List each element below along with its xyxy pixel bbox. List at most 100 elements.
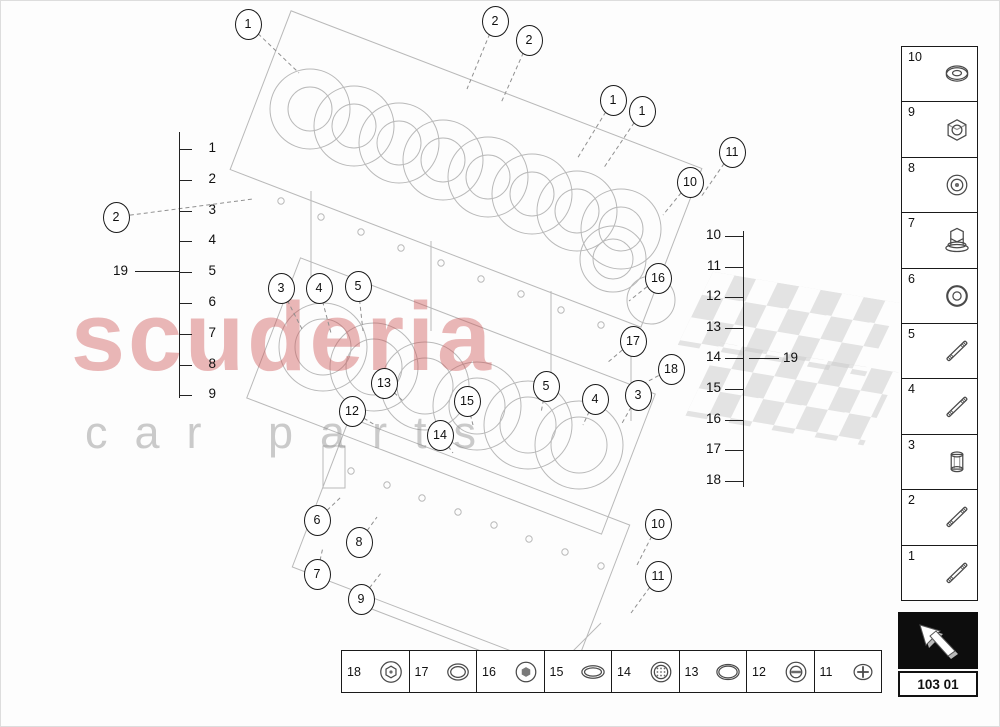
sidebar-part-3[interactable]: 3 xyxy=(902,435,977,491)
callout-13[interactable]: 13 xyxy=(370,367,398,399)
callout-6[interactable]: 6 xyxy=(303,504,331,536)
callout-18[interactable]: 18 xyxy=(657,353,685,385)
strip-part-15[interactable]: 15 xyxy=(545,651,612,692)
sidebar-part-8[interactable]: 8 xyxy=(902,158,977,214)
right-list-item-12[interactable]: 12 xyxy=(705,288,721,304)
callout-16[interactable]: 16 xyxy=(644,262,672,294)
left-list-item-3[interactable]: 3 xyxy=(208,201,216,217)
left-list-item-1[interactable]: 1 xyxy=(208,140,216,155)
callout-15[interactable]: 15 xyxy=(453,385,481,417)
sidebar-part-6[interactable]: 6 xyxy=(902,269,977,325)
callout-7[interactable]: 7 xyxy=(303,558,331,590)
callout-9[interactable]: 9 xyxy=(347,583,375,615)
right-list-tick xyxy=(725,236,743,237)
callout-17[interactable]: 17 xyxy=(619,325,647,357)
right-list-tick xyxy=(725,297,743,299)
left-list-tick xyxy=(179,210,192,212)
thick-washer-icon xyxy=(941,280,973,312)
sidebar-part-1[interactable]: 1 xyxy=(902,546,977,600)
right-list-item-15[interactable]: 15 xyxy=(705,380,721,395)
right-list-item-18[interactable]: 18 xyxy=(705,471,721,487)
right-list-item-11[interactable]: 11 xyxy=(706,257,721,273)
dowel-icon xyxy=(941,446,973,478)
callout-10[interactable]: 10 xyxy=(644,508,672,540)
leader-line xyxy=(247,23,300,74)
ring-plug-icon xyxy=(941,169,973,201)
right-list-item-14[interactable]: 14 xyxy=(705,349,721,365)
part-number: 1 xyxy=(908,548,915,563)
callout-2[interactable]: 2 xyxy=(102,201,130,233)
left-list-bracket xyxy=(179,132,180,398)
callout-5[interactable]: 5 xyxy=(532,370,560,402)
callout-1[interactable]: 1 xyxy=(628,95,656,127)
hex-plug-icon xyxy=(941,224,973,256)
callout-1[interactable]: 1 xyxy=(234,8,262,40)
part-number: 12 xyxy=(752,664,766,679)
strip-part-18[interactable]: 18 xyxy=(342,651,410,692)
part-number: 15 xyxy=(549,664,564,679)
callout-4[interactable]: 4 xyxy=(581,383,609,415)
left-list-item-5[interactable]: 5 xyxy=(208,263,216,279)
hex-head-plug-icon xyxy=(375,656,407,688)
callout-5[interactable]: 5 xyxy=(344,270,372,302)
washer-icon xyxy=(941,58,973,90)
left-group-label-line xyxy=(135,271,179,272)
callout-11[interactable]: 11 xyxy=(718,136,746,168)
slotted-plug-icon xyxy=(780,656,812,688)
callout-2[interactable]: 2 xyxy=(515,24,543,56)
right-list-tick xyxy=(725,358,743,360)
callout-4[interactable]: 4 xyxy=(305,272,333,304)
sidebar-part-4[interactable]: 4 xyxy=(902,379,977,435)
sidebar-part-7[interactable]: 7 xyxy=(902,213,977,269)
left-list-item-4[interactable]: 4 xyxy=(208,232,216,248)
page-code-label: 103 01 xyxy=(898,671,978,697)
callout-14[interactable]: 14 xyxy=(426,419,454,451)
leader-line xyxy=(500,39,530,104)
strip-part-13[interactable]: 13 xyxy=(680,651,747,692)
left-list-tick xyxy=(179,333,192,335)
left-list-item-7[interactable]: 7 xyxy=(208,324,216,340)
part-number: 3 xyxy=(908,437,915,452)
strip-part-16[interactable]: 16 xyxy=(477,651,545,692)
part-number: 2 xyxy=(908,493,915,508)
right-list-item-17[interactable]: 17 xyxy=(705,441,721,457)
callout-10[interactable]: 10 xyxy=(676,166,704,198)
sidebar-part-2[interactable]: 2 xyxy=(902,490,977,546)
part-number: 9 xyxy=(908,105,915,120)
right-list-item-10[interactable]: 10 xyxy=(705,227,721,242)
o-ring-icon xyxy=(442,656,474,688)
right-list-item-16[interactable]: 16 xyxy=(705,410,721,426)
part-number: 17 xyxy=(414,664,429,679)
left-list-tick xyxy=(179,272,192,274)
right-list-tick xyxy=(725,450,743,452)
sidebar-part-9[interactable]: 9 xyxy=(902,102,977,158)
catalog-arrow-box[interactable] xyxy=(898,612,978,669)
sidebar-part-5[interactable]: 5 xyxy=(902,324,977,380)
sidebar-part-10[interactable]: 10 xyxy=(902,47,977,103)
stud-icon xyxy=(941,391,973,423)
strip-part-11[interactable]: 11 xyxy=(815,651,882,692)
stud-icon xyxy=(941,501,973,533)
callout-3[interactable]: 3 xyxy=(267,272,295,304)
strip-part-12[interactable]: 12 xyxy=(747,651,815,692)
callout-8[interactable]: 8 xyxy=(345,526,373,558)
strip-part-14[interactable]: 14 xyxy=(612,651,680,692)
callout-2[interactable]: 2 xyxy=(481,5,509,37)
callout-1[interactable]: 1 xyxy=(599,84,627,116)
left-list-item-9[interactable]: 9 xyxy=(208,386,216,402)
right-list-item-13[interactable]: 13 xyxy=(705,318,721,334)
callout-11[interactable]: 11 xyxy=(644,560,672,592)
left-list-item-6[interactable]: 6 xyxy=(208,294,216,309)
callout-12[interactable]: 12 xyxy=(338,395,366,427)
part-number: 7 xyxy=(908,216,915,231)
right-list-bracket xyxy=(743,231,744,487)
left-list-item-8[interactable]: 8 xyxy=(208,355,216,371)
left-group-label: 19 xyxy=(113,263,129,278)
strip-part-17[interactable]: 17 xyxy=(410,651,477,692)
callout-3[interactable]: 3 xyxy=(624,379,652,411)
left-list-item-2[interactable]: 2 xyxy=(208,170,216,186)
